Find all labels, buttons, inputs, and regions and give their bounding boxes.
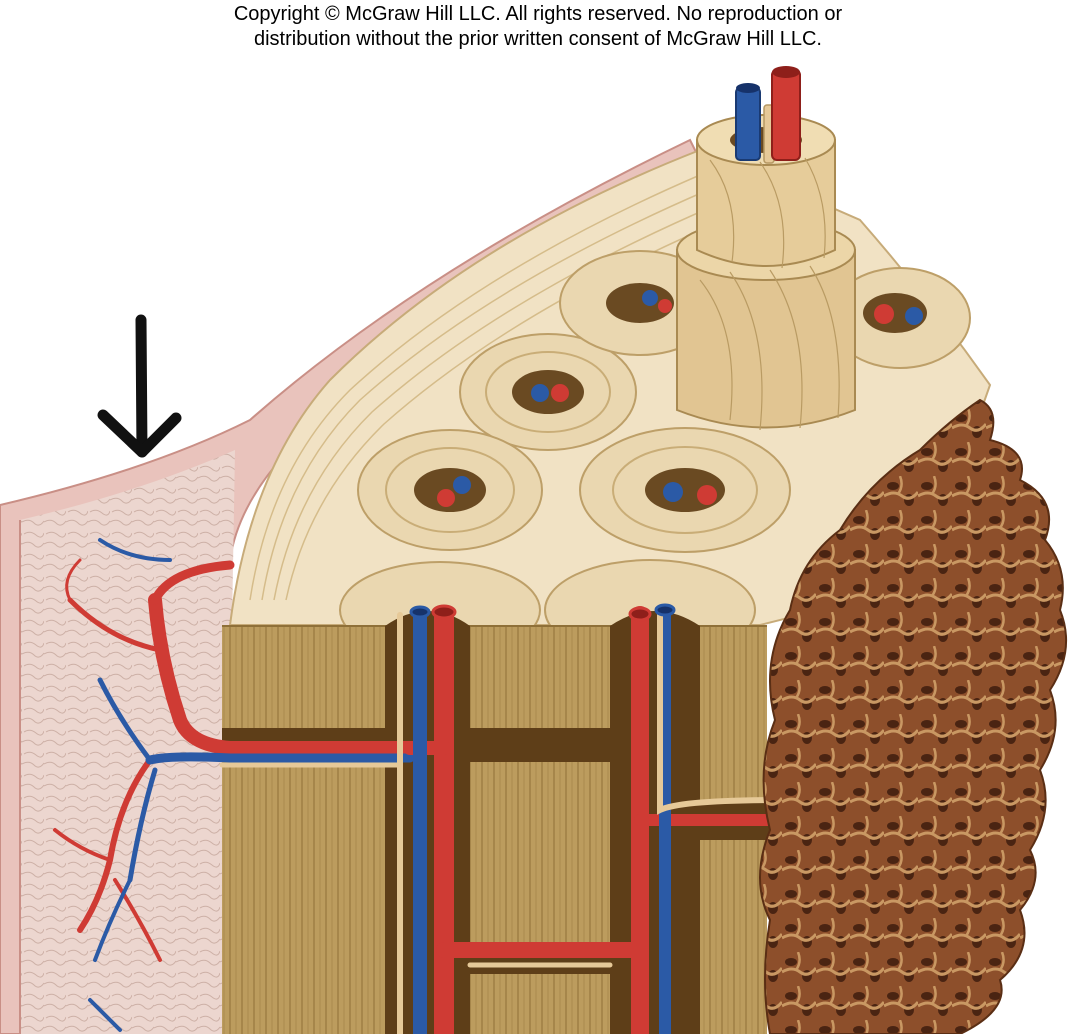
central-canal-vessels xyxy=(735,66,801,164)
periosteum-fiber-layer xyxy=(20,450,235,1034)
periosteal-artery xyxy=(53,558,417,962)
osteon-cylinder xyxy=(676,114,856,431)
copyright-line-1: Copyright © McGraw Hill LLC. All rights … xyxy=(233,3,843,25)
pointer-arrow xyxy=(97,314,182,458)
spongy-bone xyxy=(759,398,1068,1034)
osteon xyxy=(579,427,791,553)
copyright-notice: Copyright © McGraw Hill LLC. All rights … xyxy=(0,2,1076,52)
central-canal-vein xyxy=(413,608,671,1034)
osteon xyxy=(459,333,637,451)
nerve xyxy=(219,612,783,1034)
osteon xyxy=(357,429,543,551)
copyright-line-2: distribution without the prior written c… xyxy=(253,28,822,50)
periosteal-vein xyxy=(88,538,415,1032)
